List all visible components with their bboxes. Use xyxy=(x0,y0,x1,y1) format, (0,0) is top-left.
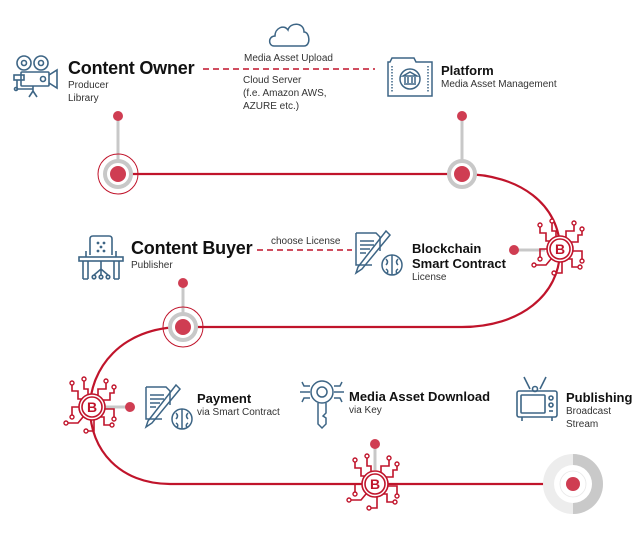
payment-label: Payment via Smart Contract xyxy=(197,391,280,419)
content-owner-line-1: Producer xyxy=(68,80,109,91)
payment-title: Payment xyxy=(197,391,252,406)
content-owner-title: Content Owner xyxy=(68,58,195,78)
publishing-line-2: Stream xyxy=(566,419,599,430)
tv-icon xyxy=(516,376,558,421)
movie-camera-icon xyxy=(13,55,58,98)
milestone-node-content-owner[interactable] xyxy=(97,111,139,195)
download-subtitle: via Key xyxy=(349,405,382,416)
platform-label: Platform Media Asset Management xyxy=(441,63,557,91)
upload-label: Media Asset Upload xyxy=(244,53,333,64)
blockchain-label: Blockchain Smart Contract License xyxy=(412,241,506,284)
blockchain-title-line-1: Blockchain xyxy=(412,241,482,256)
payment-stem xyxy=(104,402,135,412)
blockchain-badge-3[interactable]: B xyxy=(346,453,400,511)
milestone-node-platform[interactable] xyxy=(447,111,477,189)
blockchain-badge-letter: B xyxy=(555,241,565,257)
content-buyer-title: Content Buyer xyxy=(131,238,253,258)
cloud-server-line-3: AZURE etc.) xyxy=(243,101,300,112)
cloud-server-line-1: Cloud Server xyxy=(243,75,302,86)
milestone-node-content-buyer[interactable] xyxy=(162,278,204,348)
publishing-title: Publishing xyxy=(566,390,633,405)
blockchain-badge-letter: B xyxy=(87,399,97,415)
content-owner-line-2: Library xyxy=(68,93,99,104)
platform-title: Platform xyxy=(441,63,494,78)
content-buyer-subtitle: Publisher xyxy=(131,260,173,271)
platform-subtitle: Media Asset Management xyxy=(441,79,557,90)
payment-subtitle: via Smart Contract xyxy=(197,407,280,418)
blockchain-badge-letter: B xyxy=(370,476,380,492)
content-owner-label: Content Owner Producer Library xyxy=(68,58,195,105)
download-label: Media Asset Download via Key xyxy=(349,389,490,417)
blockchain-title-line-2: Smart Contract xyxy=(412,256,506,271)
contract-brain-icon xyxy=(144,383,193,430)
blockchain-badge-1[interactable]: B xyxy=(531,218,585,276)
choose-license-label: choose License xyxy=(271,236,341,247)
cloud-icon xyxy=(268,23,310,47)
publishing-line-1: Broadcast xyxy=(566,406,612,417)
desk-chair-icon xyxy=(78,235,124,280)
folder-bank-icon xyxy=(387,57,433,97)
digital-key-icon xyxy=(300,380,344,430)
download-stem xyxy=(370,439,380,470)
blockchain-subtitle: License xyxy=(412,272,447,283)
cloud-server-label: Cloud Server (f.e. Amazon AWS, AZURE etc… xyxy=(243,74,327,113)
content-buyer-label: Content Buyer Publisher xyxy=(131,238,253,272)
contract-brain-icon xyxy=(354,229,403,276)
publishing-label: Publishing Broadcast Stream xyxy=(566,390,632,431)
end-target[interactable] xyxy=(543,454,603,514)
download-title: Media Asset Download xyxy=(349,389,491,404)
cloud-server-line-2: (f.e. Amazon AWS, xyxy=(243,88,327,99)
timeline-path xyxy=(88,172,573,486)
blockchain-badge-2[interactable]: B xyxy=(63,376,117,434)
